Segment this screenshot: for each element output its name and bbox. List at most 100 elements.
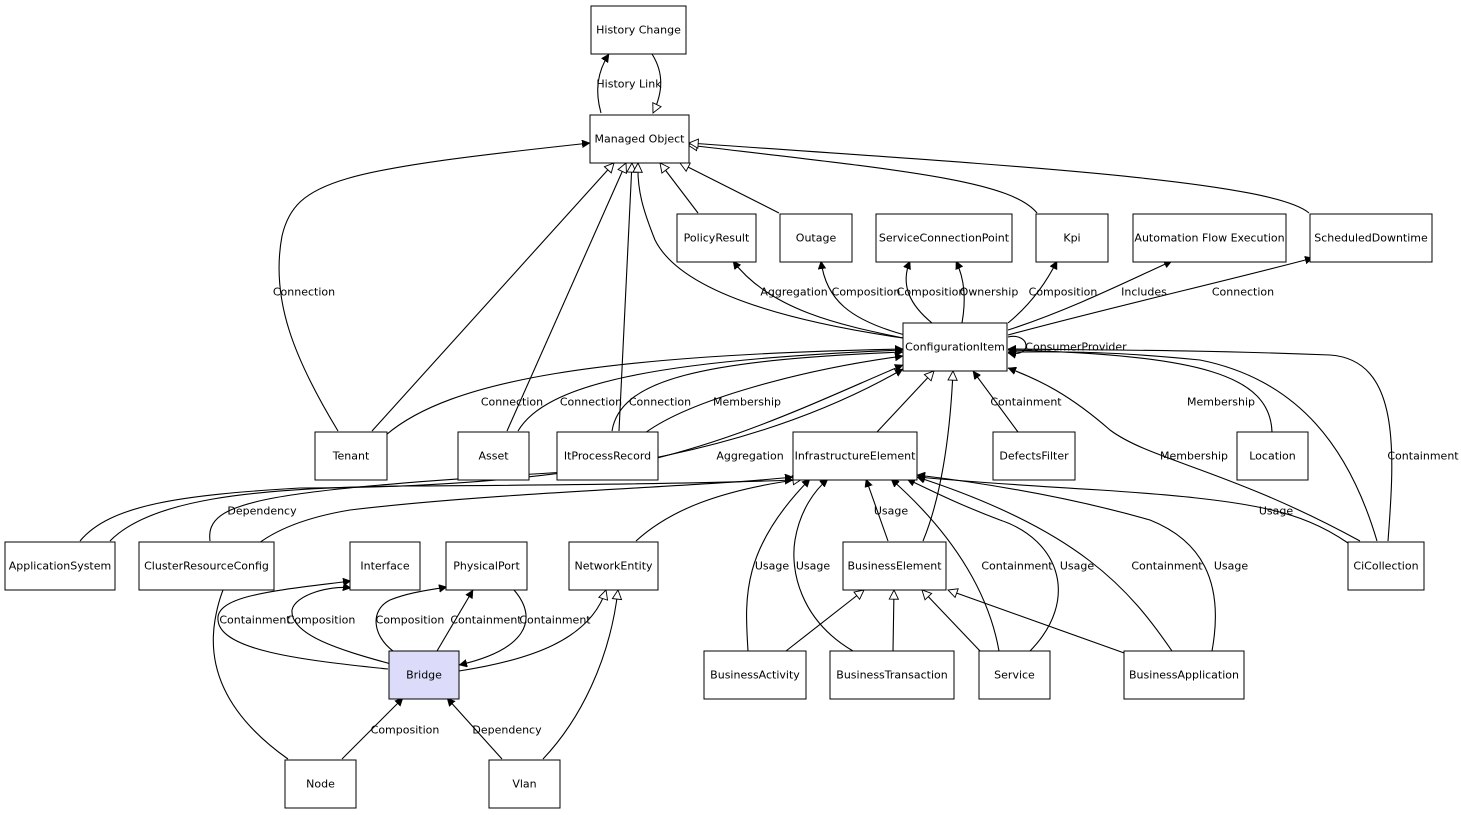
edge-label-connection: Connection (560, 396, 622, 409)
edge-it-process-record-to-configuration-item-membership (644, 356, 903, 434)
edge-label-dependency: Dependency (227, 505, 297, 518)
edge-location-to-configuration-item-membership (1008, 350, 1273, 433)
edge-label-connection: Connection (629, 396, 691, 409)
edge-node-to-interface-containment (217, 581, 389, 670)
edge-configuration-item-to-policy-result-aggregation (732, 261, 904, 339)
edge-label-composition: Composition (371, 724, 440, 737)
node-business-application[interactable]: BusinessApplication (1123, 650, 1245, 700)
edge-service-to-infrastructure-element-usage (907, 478, 1059, 652)
edge-policy-result-to-managed-object-inheritance (660, 163, 699, 214)
node-service-connection-point[interactable]: ServiceConnectionPoint (875, 213, 1013, 263)
node-it-process-record[interactable]: ItProcessRecord (556, 431, 659, 481)
node-business-element[interactable]: BusinessElement (842, 541, 947, 591)
node-label: ScheduledDowntime (1314, 232, 1428, 245)
node-label: PhysicalPort (453, 560, 520, 573)
edge-label-aggregation: Aggregation (760, 286, 827, 299)
node-cluster-resource-config[interactable]: ClusterResourceConfig (138, 541, 275, 591)
edge-it-process-record-to-managed-object-inheritance (618, 163, 632, 432)
node-policy-result[interactable]: PolicyResult (676, 213, 757, 263)
edge-label-ownership: Ownership (960, 286, 1019, 299)
edge-service-to-infrastructure-element-containment (890, 478, 1000, 652)
edge-history-change-to-managed-object-inheritance (651, 53, 661, 113)
node-scheduled-downtime[interactable]: ScheduledDowntime (1309, 213, 1433, 263)
edge-tenant-to-managed-object-connection (278, 143, 590, 432)
node-physical-port[interactable]: PhysicalPort (445, 541, 528, 591)
edge-business-transaction-to-business-element-inheritance (893, 590, 894, 652)
node-kpi[interactable]: Kpi (1035, 213, 1109, 263)
edge-configuration-item-to-scheduled-downtime-connection (1007, 258, 1313, 336)
edge-service-to-business-element-inheritance (922, 590, 981, 652)
node-automation-flow-execution[interactable]: Automation Flow Execution (1132, 213, 1287, 263)
node-outage[interactable]: Outage (779, 213, 853, 263)
node-defects-filter[interactable]: DefectsFilter (992, 431, 1076, 481)
node-label: ServiceConnectionPoint (879, 232, 1010, 245)
edge-vlan-to-bridge-dependency (446, 697, 503, 760)
edge-configuration-item-to-kpi-composition (1007, 261, 1058, 324)
edge-network-entity-to-infrastructure-element-inheritance (635, 479, 802, 542)
node-label: InfrastructureElement (795, 450, 916, 463)
edge-infrastructure-element-to-configuration-item-inheritance (876, 371, 934, 433)
edge-label-connection: Connection (481, 396, 543, 409)
edge-physical-port-to-bridge-containment (459, 589, 527, 665)
edge-business-activity-to-infrastructure-element-usage (746, 478, 811, 652)
edge-ci-collection-to-configuration-item-membership (1008, 368, 1361, 542)
node-tenant[interactable]: Tenant (314, 431, 388, 481)
node-network-entity[interactable]: NetworkEntity (568, 541, 659, 591)
node-managed-object[interactable]: Managed Object (589, 114, 690, 164)
edge-label-containment: Containment (981, 560, 1053, 573)
node-label: Vlan (512, 778, 536, 791)
edge-label-composition: Composition (832, 286, 901, 299)
node-configuration-item[interactable]: ConfigurationItem (902, 322, 1008, 372)
edge-label-composition: Composition (287, 614, 356, 627)
node-vlan[interactable]: Vlan (488, 759, 561, 809)
node-label: Automation Flow Execution (1134, 232, 1284, 245)
edge-application-system-to-configuration-item-association (79, 368, 903, 542)
edge-asset-to-managed-object-inheritance (506, 163, 626, 432)
node-service[interactable]: Service (978, 650, 1051, 700)
node-label: CiCollection (1353, 560, 1418, 573)
edge-business-activity-to-business-element-inheritance (785, 590, 864, 652)
node-business-activity[interactable]: BusinessActivity (703, 650, 807, 700)
node-label: ConfigurationItem (905, 341, 1005, 354)
node-application-system[interactable]: ApplicationSystem (4, 541, 116, 591)
edge-tenant-to-managed-object-inheritance (371, 163, 614, 432)
edge-tenant-to-configuration-item-connection (385, 349, 903, 436)
edge-label-usage: Usage (796, 560, 831, 573)
edge-configuration-item-to-configuration-item-consumerprovider (1008, 335, 1027, 353)
node-location[interactable]: Location (1236, 431, 1309, 481)
edge-node-to-bridge-composition (341, 697, 404, 760)
edge-business-transaction-to-infrastructure-element-usage (793, 478, 854, 652)
edge-bridge-to-interface-composition (291, 587, 392, 665)
edge-label-usage: Usage (1214, 560, 1249, 573)
edge-label-history-link: History Link (596, 78, 662, 91)
edge-bridge-to-physical-port-composition (375, 587, 447, 652)
edge-configuration-item-to-outage-composition (821, 261, 906, 336)
edge-asset-to-configuration-item-connection (517, 350, 903, 432)
edge-ci-collection-to-configuration-item-association (1008, 352, 1378, 542)
edge-label-containment: Containment (1131, 560, 1203, 573)
edge-label-usage: Usage (1259, 505, 1294, 518)
edge-configuration-item-to-service-connection-point-composition (906, 261, 933, 324)
node-label: DefectsFilter (999, 450, 1069, 463)
edge-label-connection: Connection (1212, 286, 1274, 299)
edge-bridge-to-network-entity-inheritance (458, 590, 606, 672)
node-ci-collection[interactable]: CiCollection (1347, 541, 1425, 591)
node-history-change[interactable]: History Change (590, 5, 687, 55)
node-infrastructure-element[interactable]: InfrastructureElement (792, 431, 918, 481)
edge-configuration-item-to-service-connection-point-ownership (955, 261, 965, 324)
edge-business-element-to-infrastructure-element-usage (866, 479, 889, 542)
edge-label-dependency: Dependency (472, 724, 542, 737)
node-business-transaction[interactable]: BusinessTransaction (829, 650, 955, 700)
node-interface[interactable]: Interface (349, 541, 421, 591)
node-label: ClusterResourceConfig (144, 560, 269, 573)
node-label: BusinessApplication (1129, 669, 1239, 682)
node-bridge[interactable]: Bridge (388, 650, 460, 700)
edge-label-consumer-provider: ConsumerProvider (1025, 341, 1127, 354)
edge-ci-collection-to-infrastructure-element-usage (917, 477, 1349, 544)
edge-node-to-infrastructure-element-association (212, 477, 793, 760)
node-node[interactable]: Node (284, 759, 357, 809)
node-asset[interactable]: Asset (457, 431, 530, 481)
edge-kpi-to-managed-object-inheritance (688, 145, 1038, 214)
edge-label-composition: Composition (376, 614, 445, 627)
